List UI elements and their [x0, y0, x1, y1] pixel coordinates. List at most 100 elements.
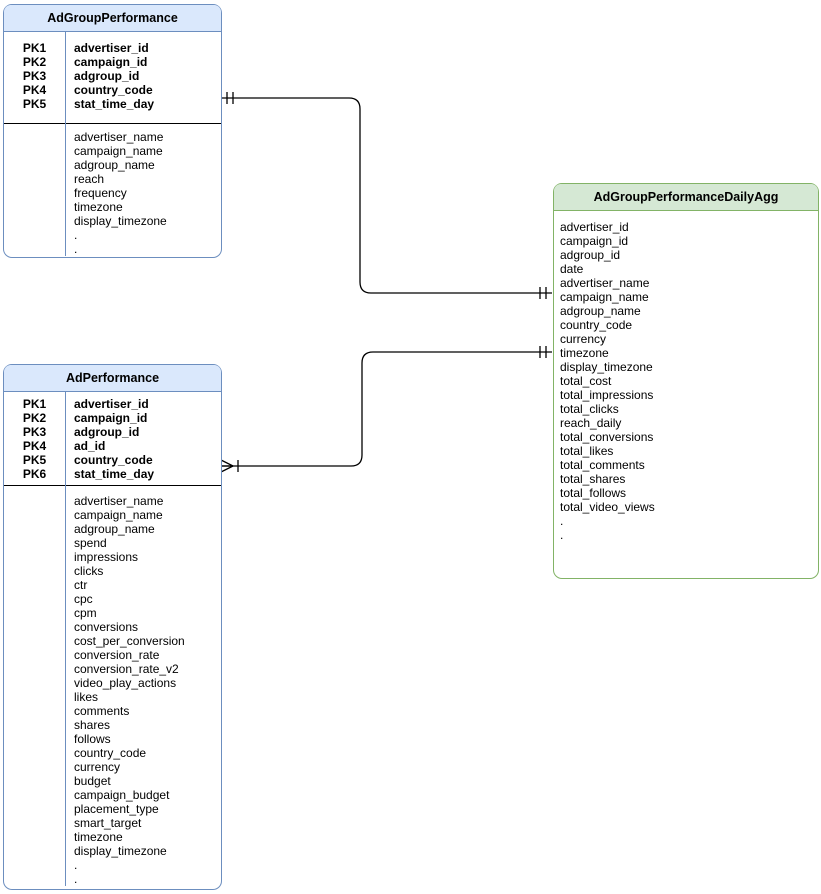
- field-row: currency: [554, 332, 818, 346]
- field-name: .: [74, 242, 78, 256]
- field-row: spend: [4, 536, 221, 550]
- field-name: date: [560, 262, 584, 276]
- field-name: shares: [74, 718, 111, 732]
- field-row: frequency: [4, 186, 221, 200]
- field-row: adgroup_name: [4, 522, 221, 536]
- field-name: country_code: [560, 318, 633, 332]
- field-row: .: [4, 228, 221, 242]
- field-name: total_conversions: [560, 430, 654, 444]
- field-row: smart_target: [4, 816, 221, 830]
- field-row: .: [4, 242, 221, 256]
- pk-column-divider: [65, 32, 67, 256]
- pk-field-name: ad_id: [74, 439, 106, 453]
- pk-field-name: country_code: [74, 453, 153, 467]
- entity-adgroupperformancedailyagg[interactable]: AdGroupPerformanceDailyAgg advertiser_id…: [553, 183, 819, 579]
- field-row: advertiser_name: [4, 130, 221, 144]
- field-name: timezone: [74, 200, 123, 214]
- pk-field-name: adgroup_id: [74, 425, 140, 439]
- field-row: likes: [4, 690, 221, 704]
- field-name: conversion_rate: [74, 648, 160, 662]
- field-row: ctr: [4, 578, 221, 592]
- field-row: campaign_id: [554, 234, 818, 248]
- field-name: total_clicks: [560, 402, 619, 416]
- pk-label: PK2: [22, 411, 47, 425]
- field-name: conversions: [74, 620, 139, 634]
- field-row: cpm: [4, 606, 221, 620]
- field-row: .: [554, 514, 818, 528]
- field-row: adgroup_id: [554, 248, 818, 262]
- field-row: campaign_name: [4, 144, 221, 158]
- field-name: ctr: [74, 578, 88, 592]
- field-name: total_follows: [560, 486, 627, 500]
- field-row: advertiser_name: [4, 494, 221, 508]
- field-name: comments: [74, 704, 130, 718]
- crow-foot-prong: [220, 465, 234, 473]
- pk-label: PK1: [22, 397, 47, 411]
- field-name: total_impressions: [560, 388, 654, 402]
- field-row: adgroup_name: [4, 158, 221, 172]
- pk-label: PK3: [22, 425, 47, 439]
- field-row: budget: [4, 774, 221, 788]
- field-name: .: [74, 228, 78, 242]
- field-row: shares: [4, 718, 221, 732]
- field-name: clicks: [74, 564, 104, 578]
- relationship-line[interactable]: [221, 351, 552, 467]
- field-name: .: [74, 858, 78, 872]
- field-name: display_timezone: [560, 360, 653, 374]
- crow-foot-prong: [220, 459, 234, 467]
- relationship-adgroupperformance-to-dailyagg[interactable]: [221, 92, 552, 299]
- field-name: campaign_name: [560, 290, 649, 304]
- pk-field-name: campaign_id: [74, 55, 148, 69]
- field-row: total_video_views: [554, 500, 818, 514]
- field-row: timezone: [4, 200, 221, 214]
- pk-row: PK2 campaign_id: [4, 55, 221, 69]
- pk-column-divider: [65, 392, 67, 886]
- field-row: conversion_rate: [4, 648, 221, 662]
- field-row: campaign_name: [4, 508, 221, 522]
- field-row: date: [554, 262, 818, 276]
- field-name: adgroup_name: [74, 158, 155, 172]
- field-name: timezone: [560, 346, 609, 360]
- field-row: total_cost: [554, 374, 818, 388]
- field-name: frequency: [74, 186, 127, 200]
- field-name: smart_target: [74, 816, 142, 830]
- field-row: display_timezone: [4, 844, 221, 858]
- field-row: impressions: [4, 550, 221, 564]
- field-name: total_comments: [560, 458, 645, 472]
- field-row: advertiser_id: [554, 220, 818, 234]
- field-row: total_follows: [554, 486, 818, 500]
- pk-label: PK2: [22, 55, 47, 69]
- entity-title: AdGroupPerformance: [4, 5, 221, 32]
- field-name: display_timezone: [74, 844, 167, 858]
- relationship-line[interactable]: [221, 97, 552, 294]
- field-name: follows: [74, 732, 111, 746]
- field-row: adgroup_name: [554, 304, 818, 318]
- field-name: .: [560, 514, 564, 528]
- relationship-adperformance-to-dailyagg[interactable]: [220, 346, 552, 473]
- pk-label: PK3: [22, 69, 47, 83]
- field-name: currency: [560, 332, 607, 346]
- entity-title: AdPerformance: [4, 365, 221, 392]
- field-name: spend: [74, 536, 107, 550]
- field-name: advertiser_name: [560, 276, 650, 290]
- pk-field-name: adgroup_id: [74, 69, 140, 83]
- pk-row: PK3 adgroup_id: [4, 425, 221, 439]
- field-name: conversion_rate_v2: [74, 662, 179, 676]
- field-row: currency: [4, 760, 221, 774]
- field-name: .: [560, 528, 564, 542]
- pk-row: PK3 adgroup_id: [4, 69, 221, 83]
- field-row: campaign_name: [554, 290, 818, 304]
- field-row: total_shares: [554, 472, 818, 486]
